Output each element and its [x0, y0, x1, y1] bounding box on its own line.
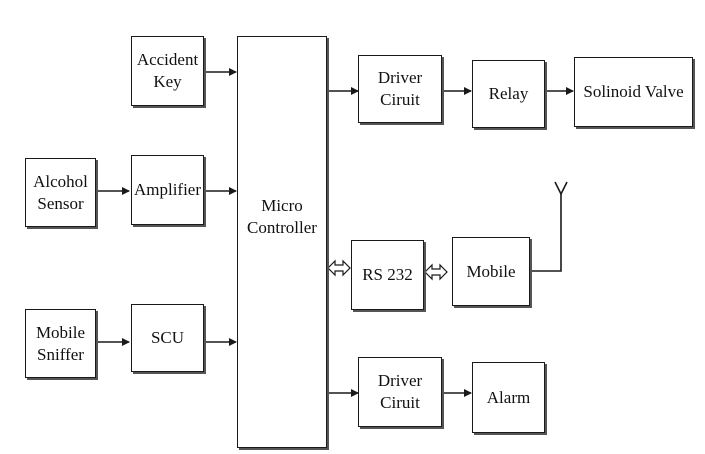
- micro-controller-block: Micro Controller: [237, 36, 327, 448]
- accident-key-block: Accident Key: [131, 36, 204, 106]
- driver-circuit-bottom-block: Driver Ciruit: [358, 357, 442, 427]
- mobile-sniffer-block: Mobile Sniffer: [25, 309, 96, 378]
- driver-circuit-top-block: Driver Ciruit: [358, 55, 442, 123]
- antenna-icon: [554, 181, 568, 196]
- amplifier-block: Amplifier: [131, 155, 204, 225]
- bidirectional-arrow-controller-rs232: [327, 259, 351, 277]
- rs232-block: RS 232: [351, 240, 424, 310]
- alarm-block: Alarm: [472, 362, 545, 433]
- relay-block: Relay: [472, 60, 545, 128]
- scu-block: SCU: [131, 304, 204, 372]
- alcohol-sensor-block: Alcohol Sensor: [25, 158, 96, 227]
- solenoid-valve-block: Solinoid Valve: [574, 57, 693, 127]
- antenna-wire: [530, 193, 562, 272]
- bidirectional-arrow-rs232-mobile: [424, 263, 448, 281]
- mobile-block: Mobile: [452, 237, 530, 306]
